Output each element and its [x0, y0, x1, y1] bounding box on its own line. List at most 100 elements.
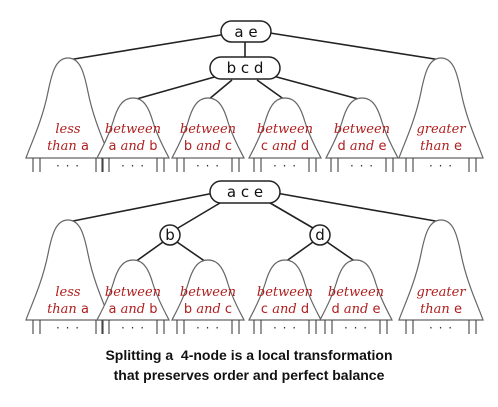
bottom-tree: · · · less than a · · · between a and b …	[25, 180, 484, 335]
subtree-dots: · · ·	[344, 321, 368, 335]
subtree-outline	[171, 259, 245, 321]
label-word: and	[196, 302, 220, 317]
subtree-label-line1: less	[55, 285, 81, 300]
label-word: and	[121, 302, 145, 317]
subtree-outline	[398, 57, 484, 159]
label-key: b	[149, 139, 157, 154]
figure-caption: Splitting a 4-node is a local transforma…	[0, 345, 498, 385]
node-shape	[209, 56, 281, 80]
subtree-outline	[171, 97, 245, 159]
subtree-label-line1: between	[105, 285, 161, 300]
subtree-label-line1: greater	[416, 122, 466, 137]
label-word: than	[420, 302, 450, 317]
top-tree: · · · less than a · · · between a and b …	[25, 20, 484, 173]
label-key: e	[454, 139, 462, 154]
edge-4node-to-de	[272, 75, 363, 101]
edge-root-to-b	[177, 199, 226, 229]
caption-line-1: Splitting a 4-node is a local transforma…	[105, 347, 393, 363]
label-key: a	[81, 139, 89, 154]
label-key: d	[301, 302, 309, 317]
label-word: and	[121, 139, 145, 154]
bottom-edges	[67, 192, 442, 263]
label-key: d	[332, 302, 340, 317]
edge-root-to-d	[264, 199, 314, 229]
bottom-subtree-between-c-and-d: · · · between c and d	[248, 259, 322, 335]
subtree-dots: · · ·	[429, 321, 453, 335]
label-word: than	[420, 139, 450, 154]
top-root-node: a e	[220, 20, 272, 43]
subtree-label-line2: than a	[47, 302, 89, 317]
subtree-outline	[96, 259, 170, 321]
subtree-label-line1: between	[180, 122, 236, 137]
subtree-dots: · · ·	[350, 159, 374, 173]
label-word: and	[272, 302, 296, 317]
label-key: c	[225, 302, 232, 317]
subtree-outline	[248, 97, 322, 159]
subtree-dots: · · ·	[56, 321, 80, 335]
edge-4node-to-cd	[256, 79, 286, 101]
subtree-dots: · · ·	[56, 159, 80, 173]
label-word: than	[47, 139, 77, 154]
subtree-outline	[319, 259, 393, 321]
subtree-label-line2: than a	[47, 139, 89, 154]
label-key: e	[373, 302, 381, 317]
node-shape	[209, 180, 281, 204]
subtree-label-line2: c and d	[261, 139, 309, 154]
subtree-label-line2: a and b	[109, 302, 158, 317]
subtree-label-line1: greater	[416, 285, 466, 300]
label-key: d	[301, 139, 309, 154]
label-key: a	[109, 302, 117, 317]
label-key: c	[225, 139, 232, 154]
edge-root-to-less	[67, 32, 234, 61]
subtree-label-line1: between	[105, 122, 161, 137]
edge-root-to-greater	[269, 32, 442, 61]
bottom-subtree-between-d-and-e: · · · between d and e	[319, 259, 393, 335]
subtree-label-line2: d and e	[338, 139, 387, 154]
label-key: b	[184, 302, 192, 317]
edge-root-to-greater	[275, 192, 442, 223]
subtree-label-line1: between	[328, 285, 384, 300]
top-subtree-between-a-and-b: · · · between a and b	[96, 97, 170, 173]
subtree-outline	[325, 97, 399, 159]
subtree-dots: · · ·	[273, 159, 297, 173]
node-keys: b	[165, 226, 175, 244]
node-shape	[159, 224, 181, 246]
node-keys: b c d	[227, 59, 264, 77]
edge-4node-to-bc	[207, 79, 233, 101]
subtree-dots: · · ·	[121, 321, 145, 335]
subtree-dots: · · ·	[429, 159, 453, 173]
subtree-outline	[398, 219, 484, 321]
bottom-node-b: b	[159, 224, 181, 246]
edge-root-to-less	[67, 192, 215, 223]
bottom-root-node: a c e	[209, 180, 281, 204]
top-subtree-less-than-a: · · · less than a	[25, 57, 111, 173]
label-word: and	[196, 139, 220, 154]
subtree-label-line1: between	[334, 122, 390, 137]
label-key: c	[261, 139, 268, 154]
node-keys: d	[315, 226, 325, 244]
node-shape	[220, 20, 272, 43]
subtree-dots: · · ·	[196, 159, 220, 173]
top-subtree-between-d-and-e: · · · between d and e	[325, 97, 399, 173]
subtree-label-line2: b and c	[184, 139, 232, 154]
subtree-outline	[248, 259, 322, 321]
node-shape	[309, 224, 331, 246]
label-key: e	[454, 302, 462, 317]
bottom-node-d: d	[309, 224, 331, 246]
label-key: e	[379, 139, 387, 154]
edge-d-to-cd	[284, 241, 314, 263]
node-keys: a e	[234, 23, 257, 41]
edge-b-to-bc	[176, 241, 207, 263]
top-four-node: b c d	[209, 56, 281, 80]
subtree-label-line2: a and b	[109, 139, 158, 154]
subtree-label-line2: than e	[420, 302, 462, 317]
top-subtree-between-b-and-c: · · · between b and c	[171, 97, 245, 173]
label-word: and	[344, 302, 368, 317]
label-key: b	[149, 302, 157, 317]
label-key: d	[338, 139, 346, 154]
label-key: b	[184, 139, 192, 154]
subtree-label-line2: b and c	[184, 302, 232, 317]
subtree-outline	[96, 97, 170, 159]
subtree-dots: · · ·	[196, 321, 220, 335]
